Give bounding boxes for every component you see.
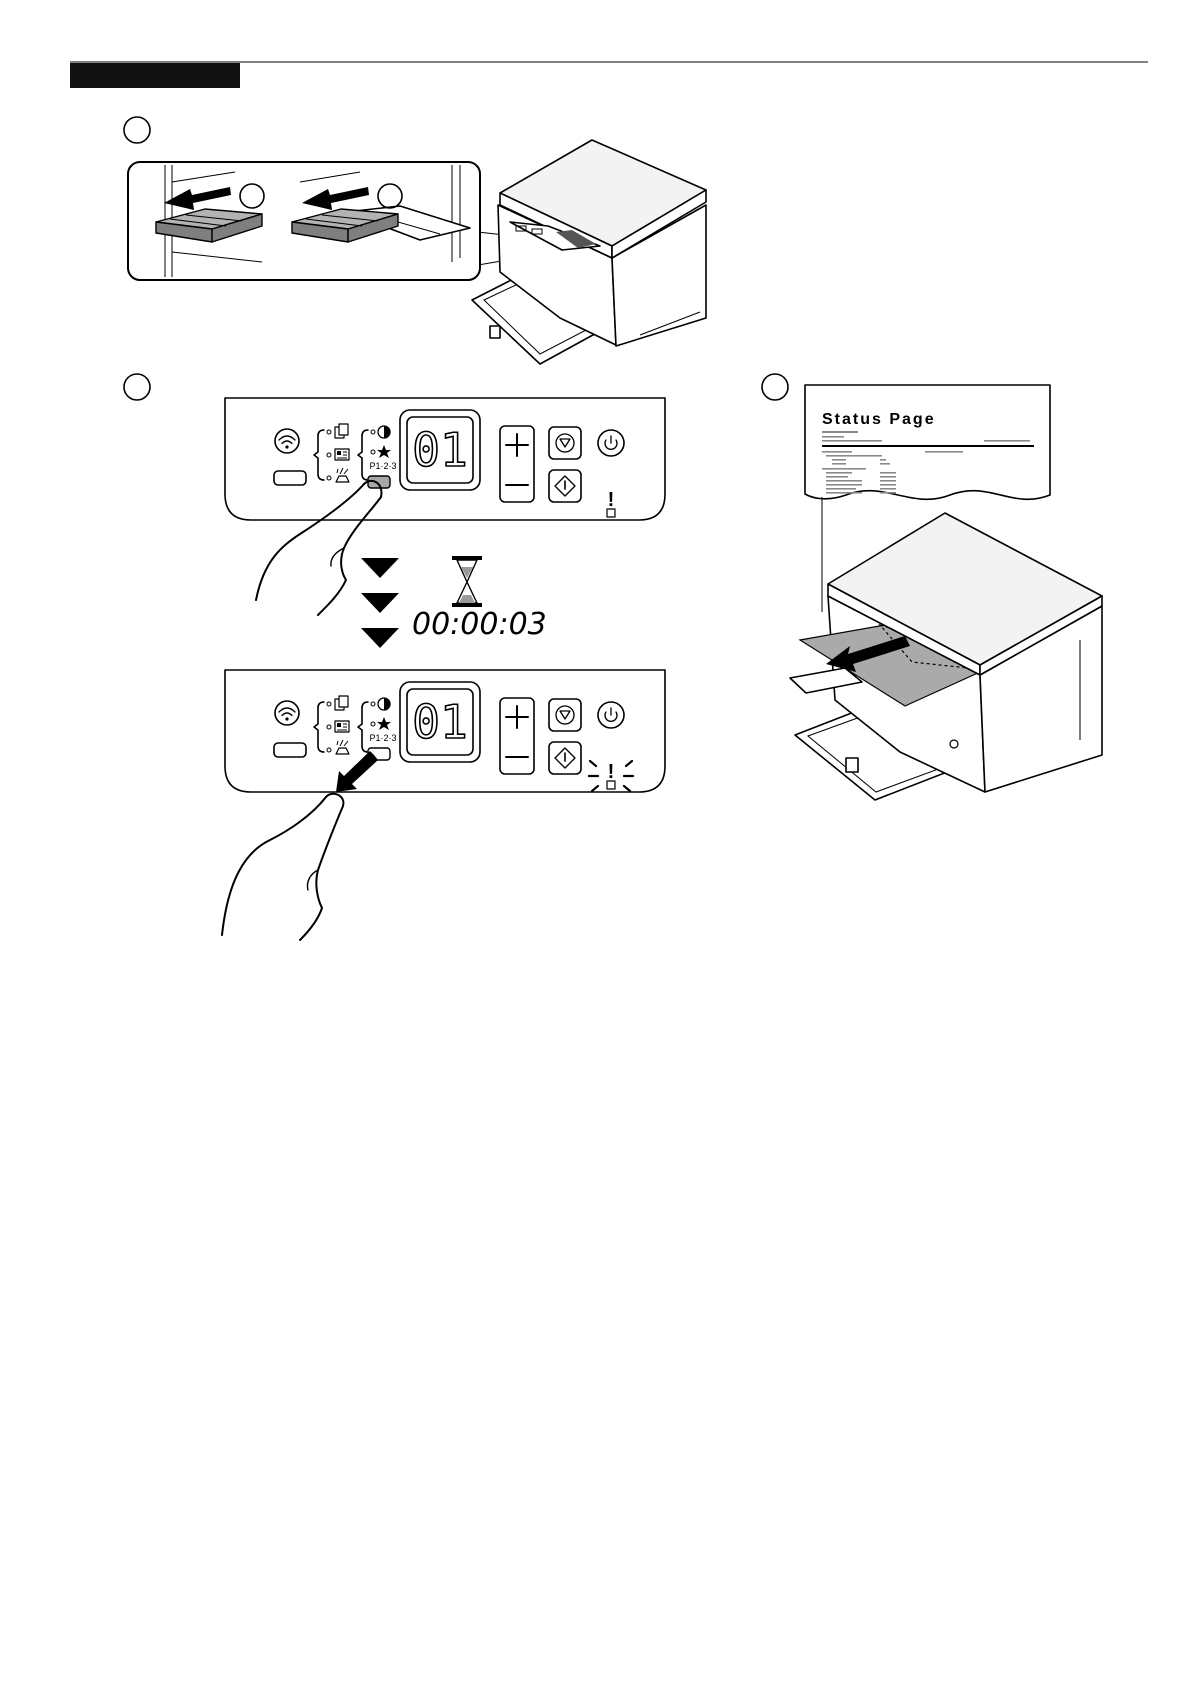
lcd-value: 01 <box>412 695 467 749</box>
attention-symbol: ! <box>608 761 615 783</box>
attention-symbol: ! <box>608 489 615 511</box>
page-header <box>70 62 1148 88</box>
id-card-icon <box>335 721 349 732</box>
favorite-label: P1·2·3 <box>369 461 396 471</box>
paper-stopper-inset <box>128 162 480 280</box>
printer-illustration-2 <box>790 513 1102 800</box>
releasing-hand <box>222 794 343 940</box>
mode-button <box>274 471 306 485</box>
lcd-display: 01 <box>400 682 480 762</box>
section-tab-bar <box>70 63 240 88</box>
wait-timer: 00:00:03 <box>412 607 547 642</box>
step-1-marker <box>124 117 150 143</box>
status-page-title: Status Page <box>822 411 936 428</box>
step-1 <box>124 117 706 364</box>
printer-illustration-1 <box>472 140 706 364</box>
step-3-marker <box>762 374 788 400</box>
control-panel-before: P1·2·3 01 <box>225 398 665 520</box>
step-2-marker <box>124 374 150 400</box>
step-3: Status Page <box>762 374 1102 800</box>
status-page-paper <box>805 385 1050 499</box>
attention-lamp <box>607 781 615 789</box>
hourglass-icon <box>452 556 482 607</box>
lcd-value: 01 <box>412 423 467 477</box>
down-arrow-icon <box>361 593 399 613</box>
down-arrow-icon <box>361 558 399 578</box>
control-panel-after: P1·2·3 01 <box>225 670 665 792</box>
stop-key <box>549 427 581 459</box>
tray-guide-tab <box>490 326 500 338</box>
favorite-label: P1·2·3 <box>369 733 396 743</box>
tray-guide-tab <box>846 758 858 772</box>
mode-button <box>274 743 306 757</box>
attention-lamp <box>607 509 615 517</box>
step-2: P1·2·3 01 <box>124 374 665 940</box>
attention-icon: ! <box>607 489 615 517</box>
stop-key <box>549 699 581 731</box>
down-arrow-icon <box>361 628 399 648</box>
wait-sequence: 00:00:03 <box>361 556 547 648</box>
id-card-icon <box>335 449 349 460</box>
lcd-display: 01 <box>400 410 480 490</box>
